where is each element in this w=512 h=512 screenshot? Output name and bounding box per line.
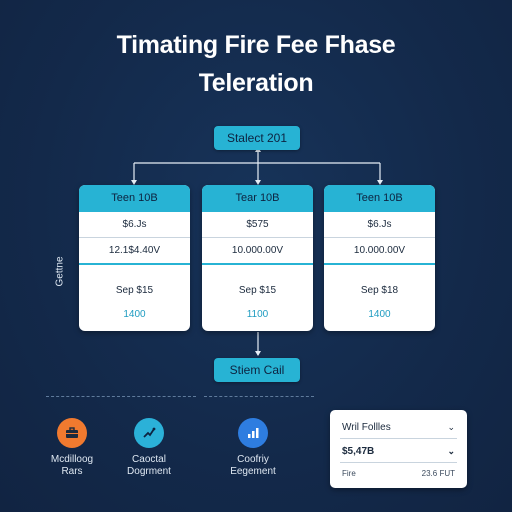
side-label: Gettne	[54, 256, 66, 287]
top-node[interactable]: Stalect 201	[214, 126, 300, 150]
page-title: Timating Fire Fee Fhase Teleration	[0, 26, 512, 102]
feature-item[interactable]: Caoctal Dogrment	[104, 418, 194, 478]
tier-card-1[interactable]: Teen 10B $6.Js 12.1$4.40V Sep $15 1400	[79, 185, 190, 331]
panel-dropdown-label: Wril Follles	[342, 421, 391, 433]
feature-label-line: Coofriy	[237, 454, 269, 465]
bar-chart-icon	[238, 418, 268, 448]
summary-panel: Wril Follles ⌄ $5,47B ⌄ Fire 23.6 FUT	[330, 410, 467, 488]
card-row: 1100	[246, 309, 269, 320]
feature-item[interactable]: Mcdilloog Rars	[27, 418, 117, 478]
title-line-1: Timating Fire Fee Fhase	[116, 31, 396, 59]
feature-label-line: Mcdilloog	[50, 454, 94, 465]
feature-label-line: Eegement	[230, 466, 276, 477]
briefcase-icon	[57, 418, 87, 448]
panel-info-row: Fire 23.6 FUT	[342, 466, 455, 480]
feature-label-line: Rars	[61, 466, 83, 477]
bottom-node[interactable]: Stiem Cail	[214, 358, 300, 382]
card-row: 1400	[123, 309, 146, 320]
card-row: 10.000.00V	[324, 238, 435, 265]
arrow-down-icon	[255, 351, 261, 356]
card-row: 12.1$4.40V	[79, 238, 190, 265]
card-row: Sep $15	[238, 285, 277, 296]
chevron-down-icon: ⌄	[447, 445, 455, 456]
panel-value: $5,47B	[342, 445, 375, 457]
card-row: 1400	[368, 309, 391, 320]
card-header: Teen 10B	[324, 185, 435, 212]
feature-label-line: Dogrment	[127, 466, 171, 477]
tier-card-3[interactable]: Teen 10B $6.Js 10.000.00V Sep $18 1400	[324, 185, 435, 331]
card-header: Teen 10B	[79, 185, 190, 212]
card-row: $6.Js	[324, 212, 435, 238]
panel-info-label: Fire	[342, 468, 356, 478]
feature-label-line: Caoctal	[132, 454, 166, 465]
feature-item[interactable]: Coofriy Eegement	[208, 418, 298, 478]
divider	[340, 462, 457, 463]
divider	[46, 396, 196, 397]
card-row: Sep $15	[115, 285, 154, 296]
title-line-2: Teleration	[198, 69, 314, 97]
card-row: $575	[202, 212, 313, 238]
card-header: Tear 10B	[202, 185, 313, 212]
feature-label: Coofriy Eegement	[208, 454, 298, 478]
divider	[340, 438, 457, 439]
divider	[204, 396, 314, 397]
chevron-down-icon: ⌄	[447, 421, 455, 432]
panel-value-row[interactable]: $5,47B ⌄	[342, 442, 455, 460]
panel-dropdown[interactable]: Wril Follles ⌄	[342, 418, 455, 436]
feature-label: Mcdilloog Rars	[27, 454, 117, 478]
card-row: 10.000.00V	[202, 238, 313, 265]
panel-info-value: 23.6 FUT	[421, 468, 455, 478]
card-row: Sep $18	[360, 285, 399, 296]
tier-card-2[interactable]: Tear 10B $575 10.000.00V Sep $15 1100	[202, 185, 313, 331]
card-row: $6.Js	[79, 212, 190, 238]
feature-label: Caoctal Dogrment	[104, 454, 194, 478]
chart-line-icon	[134, 418, 164, 448]
